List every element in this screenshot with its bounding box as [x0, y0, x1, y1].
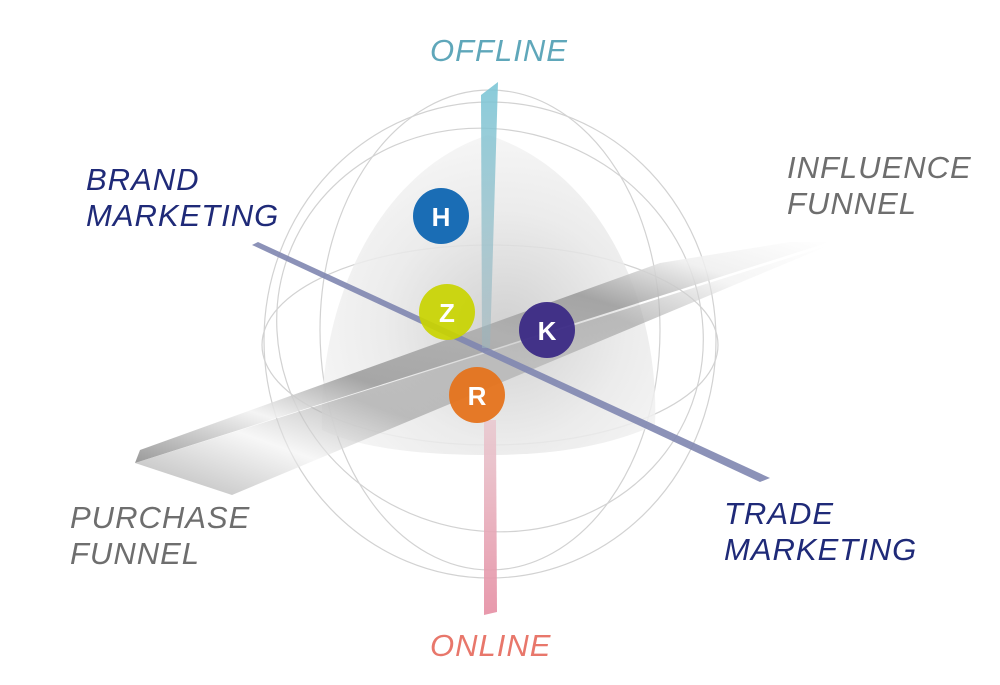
offline-axis	[481, 82, 498, 348]
label-line: TRADE	[724, 496, 835, 531]
label-line: MARKETING	[86, 198, 280, 233]
label-influence-funnel: INFLUENCE FUNNEL	[787, 150, 972, 222]
svg-text:H: H	[432, 202, 451, 232]
node-h: H	[413, 188, 469, 244]
label-brand-marketing: BRAND MARKETING	[86, 162, 279, 234]
label-line: PURCHASE	[70, 500, 251, 535]
label-line: FUNNEL	[70, 536, 201, 571]
svg-text:K: K	[538, 316, 557, 346]
label-line: MARKETING	[724, 532, 918, 567]
label-trade-marketing: TRADE MARKETING	[724, 496, 917, 568]
label-purchase-funnel: PURCHASE FUNNEL	[70, 500, 250, 572]
label-online: ONLINE	[430, 628, 552, 663]
node-k: K	[519, 302, 575, 358]
node-r: R	[449, 367, 505, 423]
label-line: BRAND	[86, 162, 200, 197]
label-line: INFLUENCE	[787, 150, 972, 185]
label-line: FUNNEL	[787, 186, 918, 221]
brand-trade-axis	[252, 242, 770, 482]
online-axis	[484, 420, 497, 615]
svg-text:Z: Z	[439, 298, 455, 328]
label-offline: OFFLINE	[430, 33, 568, 68]
svg-text:R: R	[468, 381, 487, 411]
node-z: Z	[419, 284, 475, 340]
